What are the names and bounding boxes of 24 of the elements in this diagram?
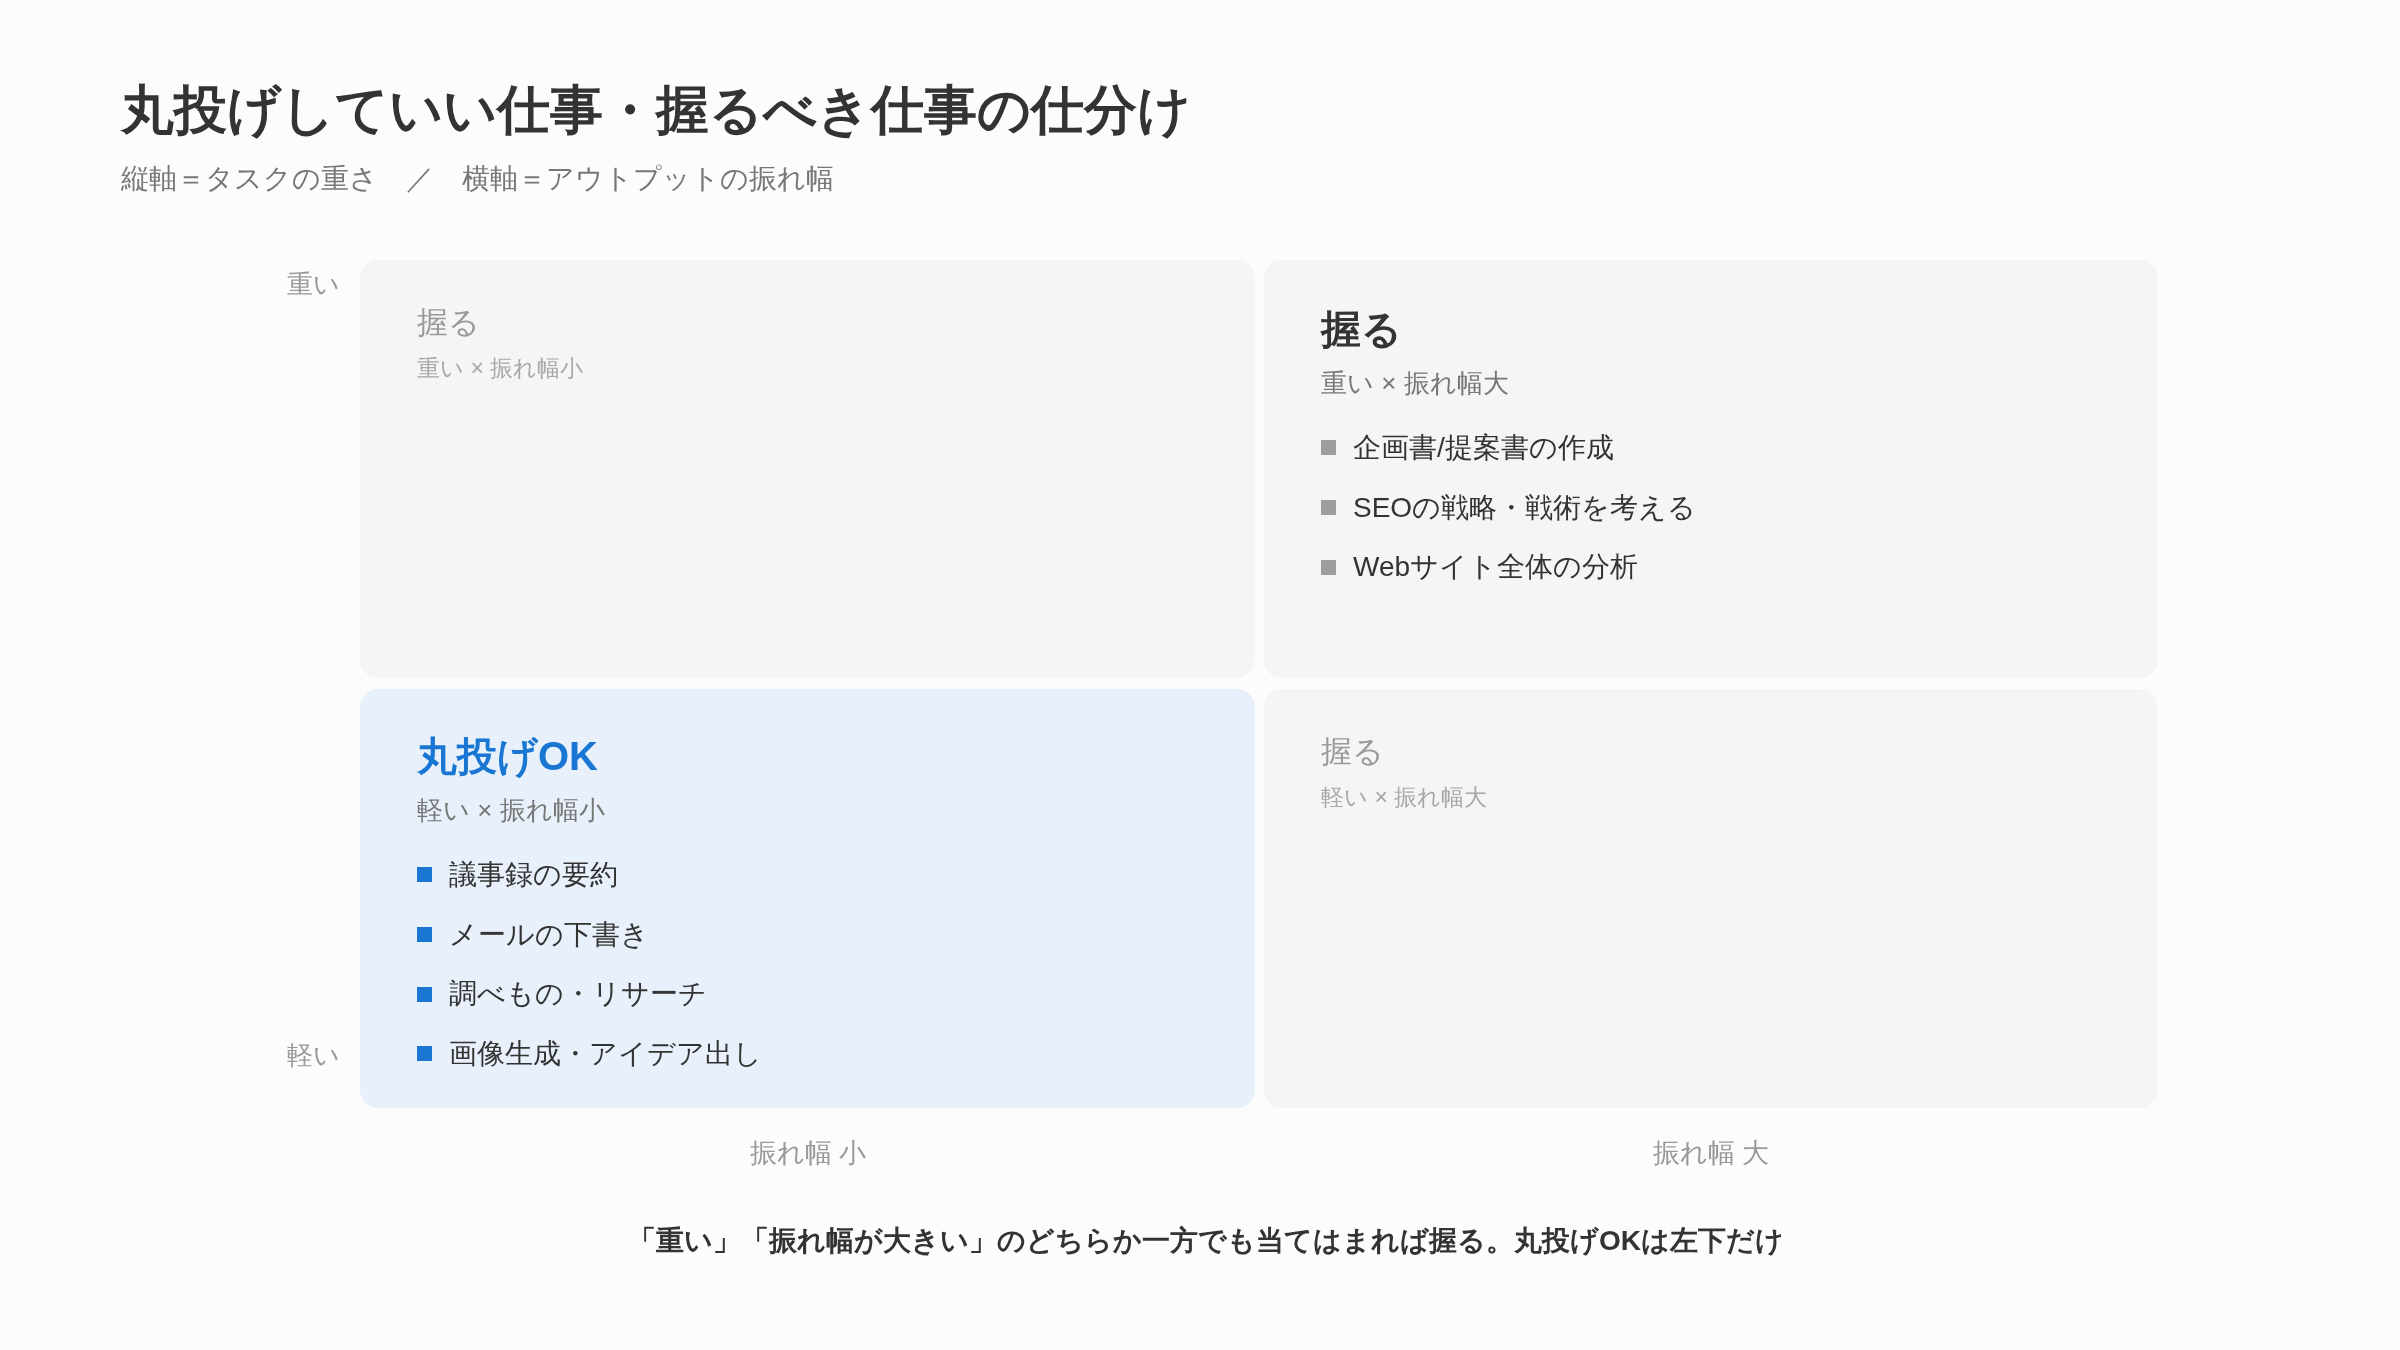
quadrant-heading: 握る (1321, 306, 1402, 353)
axis-label: 重い (287, 269, 340, 301)
list-item: メールの下書き (449, 917, 649, 952)
caption: 「重い」「振れ幅が大きい」のどちらか一方でも当てはまれば握る。丸投げOKは左下だけ (628, 1224, 1784, 1258)
axis-label: 振れ幅 大 (1652, 1136, 1770, 1170)
quadrant-subheading: 重い × 振れ幅小 (417, 355, 584, 383)
quadrant-panel (1264, 260, 2158, 678)
quadrant-subheading: 軽い × 振れ幅小 (417, 795, 605, 827)
quadrant-panel (360, 689, 1255, 1108)
list-item: 画像生成・アイデア出し (449, 1036, 762, 1071)
list-item: SEOの戦略・戦術を考える (1353, 490, 1697, 525)
list-item: 議事録の要約 (449, 858, 618, 892)
list-item: 企画書/提案書の作成 (1353, 431, 1614, 465)
list-item: 調べもの・リサーチ (449, 977, 707, 1011)
quadrant-subheading: 重い × 振れ幅大 (1321, 368, 1509, 400)
quadrant-subheading: 軽い × 振れ幅大 (1321, 784, 1488, 812)
quadrant-heading: 握る (417, 304, 480, 342)
quadrant-heading: 丸投げOK (417, 733, 598, 780)
axis-label: 振れ幅 小 (749, 1136, 867, 1170)
title: 丸投げしていい仕事・握るべき仕事の仕分け (121, 79, 1191, 142)
list-item: Webサイト全体の分析 (1353, 550, 1639, 584)
quadrant-heading: 握る (1321, 733, 1384, 771)
axis-label: 軽い (287, 1040, 340, 1072)
subtitle: 縦軸＝タスクの重さ ／ 横軸＝アウトプットの振れ幅 (121, 162, 834, 196)
